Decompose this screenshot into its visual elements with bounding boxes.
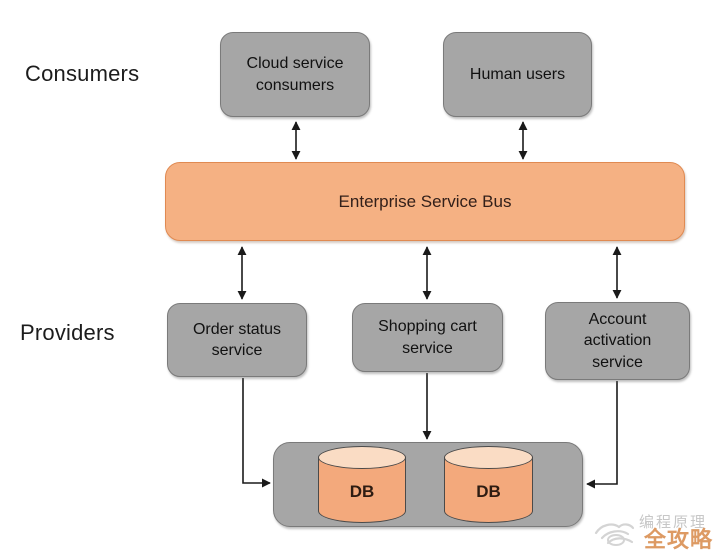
order-status-service-label: Order status service xyxy=(192,320,282,359)
cloud-service-consumers-node: Cloud service consumers xyxy=(220,32,370,117)
watermark-logo-icon xyxy=(594,523,635,546)
enterprise-service-bus-label: Enterprise Service Bus xyxy=(338,191,512,211)
watermark-text-gray: 编程原理 xyxy=(639,514,708,531)
db-label-left: DB xyxy=(349,482,375,501)
cloud-service-consumers-label: Cloud service consumers xyxy=(246,55,344,94)
database-cylinder-left: DB xyxy=(318,446,406,523)
cylinder-top-icon xyxy=(318,446,406,469)
db-label-right: DB xyxy=(476,482,501,501)
account-activation-service-node: Account activation service xyxy=(545,302,690,380)
cylinder-top-icon xyxy=(444,446,533,469)
watermark-text-orange: 全攻略 xyxy=(644,527,714,552)
arrow-account-activation-to-db xyxy=(586,381,618,489)
account-activation-service-label: Account activation service xyxy=(583,311,652,371)
arrow-order-status-to-db xyxy=(242,378,271,488)
order-status-service-node: Order status service xyxy=(167,303,307,377)
human-users-node: Human users xyxy=(443,32,592,117)
consumers-section-label: Consumers xyxy=(25,61,140,86)
providers-section-label: Providers xyxy=(20,320,115,345)
shopping-cart-service-node: Shopping cart service xyxy=(352,303,503,372)
enterprise-service-bus-node: Enterprise Service Bus xyxy=(165,162,685,241)
human-users-label: Human users xyxy=(469,65,566,83)
shopping-cart-service-label: Shopping cart service xyxy=(378,318,477,357)
watermark: 编程原理 全攻略 xyxy=(592,503,720,557)
database-cylinder-right: DB xyxy=(444,446,533,523)
